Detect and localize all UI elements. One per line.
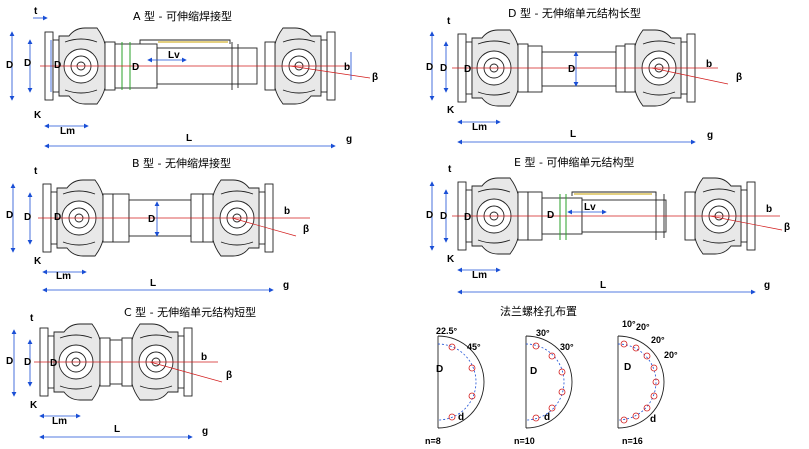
dim-d-e: D — [464, 212, 471, 223]
dim-b-e: b — [766, 204, 772, 215]
title-a: A 型 - 可伸缩焊接型 — [133, 9, 232, 23]
dim-d3: D — [132, 62, 139, 73]
title-d: D 型 - 无伸缩单元结构长型 — [508, 6, 641, 20]
dim-b-b: b — [284, 206, 290, 217]
dim-beta-b: β — [303, 224, 309, 235]
flange-n8: 22.5° 45° D d n=8 — [425, 326, 485, 446]
dim-g-d: g — [707, 130, 713, 141]
n16-angle-4: 20° — [664, 350, 678, 360]
dim-beta-d: β — [736, 72, 742, 83]
dim-lm-c: Lm — [52, 416, 67, 427]
dim-d3-b: D — [148, 214, 155, 225]
dim-k-e: K — [447, 254, 455, 265]
dim-k-d: K — [447, 105, 455, 116]
dim-beta-e: β — [784, 222, 790, 233]
flange-n16: 10° 20° 20° 20° D d n=16 — [617, 319, 678, 446]
dim-d1: D — [6, 60, 13, 71]
dim-g: g — [346, 134, 352, 145]
dim-g-c: g — [202, 426, 208, 437]
n10-angle-2: 30° — [560, 342, 574, 352]
title-e: E 型 - 可伸缩单元结构型 — [514, 155, 634, 169]
dim-d2: D — [24, 58, 31, 69]
dim-d-c: D — [50, 358, 57, 369]
dim-k-c: K — [30, 400, 38, 411]
n10-angle-1: 30° — [536, 328, 550, 338]
n8-d: d — [458, 412, 464, 423]
n8-label: n=8 — [425, 436, 441, 446]
n16-angle-3: 20° — [651, 335, 665, 345]
diagram-e: E 型 - 可伸缩单元结构型 t D D D D Lv K Lm L g b β — [426, 155, 790, 295]
n16-label: n=16 — [622, 436, 643, 446]
dim-d-b: D — [54, 212, 61, 223]
dim-k: K — [34, 110, 42, 121]
n16-d1: D — [624, 362, 631, 373]
dim-g-b: g — [283, 280, 289, 291]
n10-d1: D — [530, 366, 537, 377]
title-flange: 法兰螺栓孔布置 — [500, 304, 577, 318]
dim-t-d: t — [447, 16, 451, 27]
dim-d2-c: D — [24, 357, 31, 368]
dim-t-e: t — [448, 164, 452, 175]
diagram-c: C 型 - 无伸缩单元结构短型 t D D D K Lm L g b β — [6, 305, 256, 440]
dim-d3-e: D — [547, 210, 554, 221]
dim-b-d: b — [706, 59, 712, 70]
dim-b-c: b — [201, 352, 207, 363]
dim-d2-b: D — [24, 212, 31, 223]
n8-angle-2: 45° — [467, 342, 481, 352]
n16-angle-1: 10° — [622, 319, 636, 329]
dim-l-e: L — [600, 280, 606, 291]
dim-d1-e: D — [426, 210, 433, 221]
dim-d: D — [54, 60, 61, 71]
diagram-a: A 型 - 可伸缩焊接型 t D D D D Lv K Lm L g b β — [6, 6, 378, 149]
dim-l-c: L — [114, 424, 120, 435]
dim-lm-d: Lm — [472, 122, 487, 133]
dim-lv: Lv — [168, 50, 180, 61]
n8-d1: D — [436, 364, 443, 375]
dim-d1-c: D — [6, 356, 13, 367]
dim-d1-d: D — [426, 62, 433, 73]
dim-beta: β — [372, 72, 378, 83]
dim-t-b: t — [34, 166, 38, 177]
dim-d2-d: D — [440, 63, 447, 74]
dim-l-d: L — [570, 129, 576, 140]
dim-l: L — [186, 133, 192, 144]
diagram-d: D 型 - 无伸缩单元结构长型 t D D D D K Lm L g b β — [426, 6, 742, 145]
dim-lm-e: Lm — [472, 270, 487, 281]
dim-t-c: t — [30, 313, 34, 324]
dim-lv-e: Lv — [584, 202, 596, 213]
dim-lm-b: Lm — [56, 271, 71, 282]
n8-angle-1: 22.5° — [436, 326, 458, 336]
n10-d: d — [544, 412, 550, 423]
flange-n10: 30° 30° D d n=10 — [514, 328, 574, 446]
title-c: C 型 - 无伸缩单元结构短型 — [124, 305, 256, 319]
dim-d3-d: D — [568, 64, 575, 75]
dim-lm: Lm — [60, 126, 75, 137]
dim-k-b: K — [34, 256, 42, 267]
n10-label: n=10 — [514, 436, 535, 446]
diagram-b: B 型 - 无伸缩焊接型 t D D D D K Lm L g b β — [6, 156, 310, 293]
dim-l-b: L — [150, 278, 156, 289]
n16-angle-2: 20° — [636, 322, 650, 332]
dim-g-e: g — [764, 280, 770, 291]
dim-t: t — [34, 6, 38, 17]
dim-d2-e: D — [440, 211, 447, 222]
n16-d: d — [650, 414, 656, 425]
flange-bolt-layout: 法兰螺栓孔布置 22.5° 45° D d n=8 30° 30° D — [425, 304, 678, 446]
dim-b: b — [344, 62, 350, 73]
title-b: B 型 - 无伸缩焊接型 — [132, 156, 231, 170]
dim-beta-c: β — [226, 370, 232, 381]
dim-d1-b: D — [6, 210, 13, 221]
dim-d-d: D — [464, 64, 471, 75]
